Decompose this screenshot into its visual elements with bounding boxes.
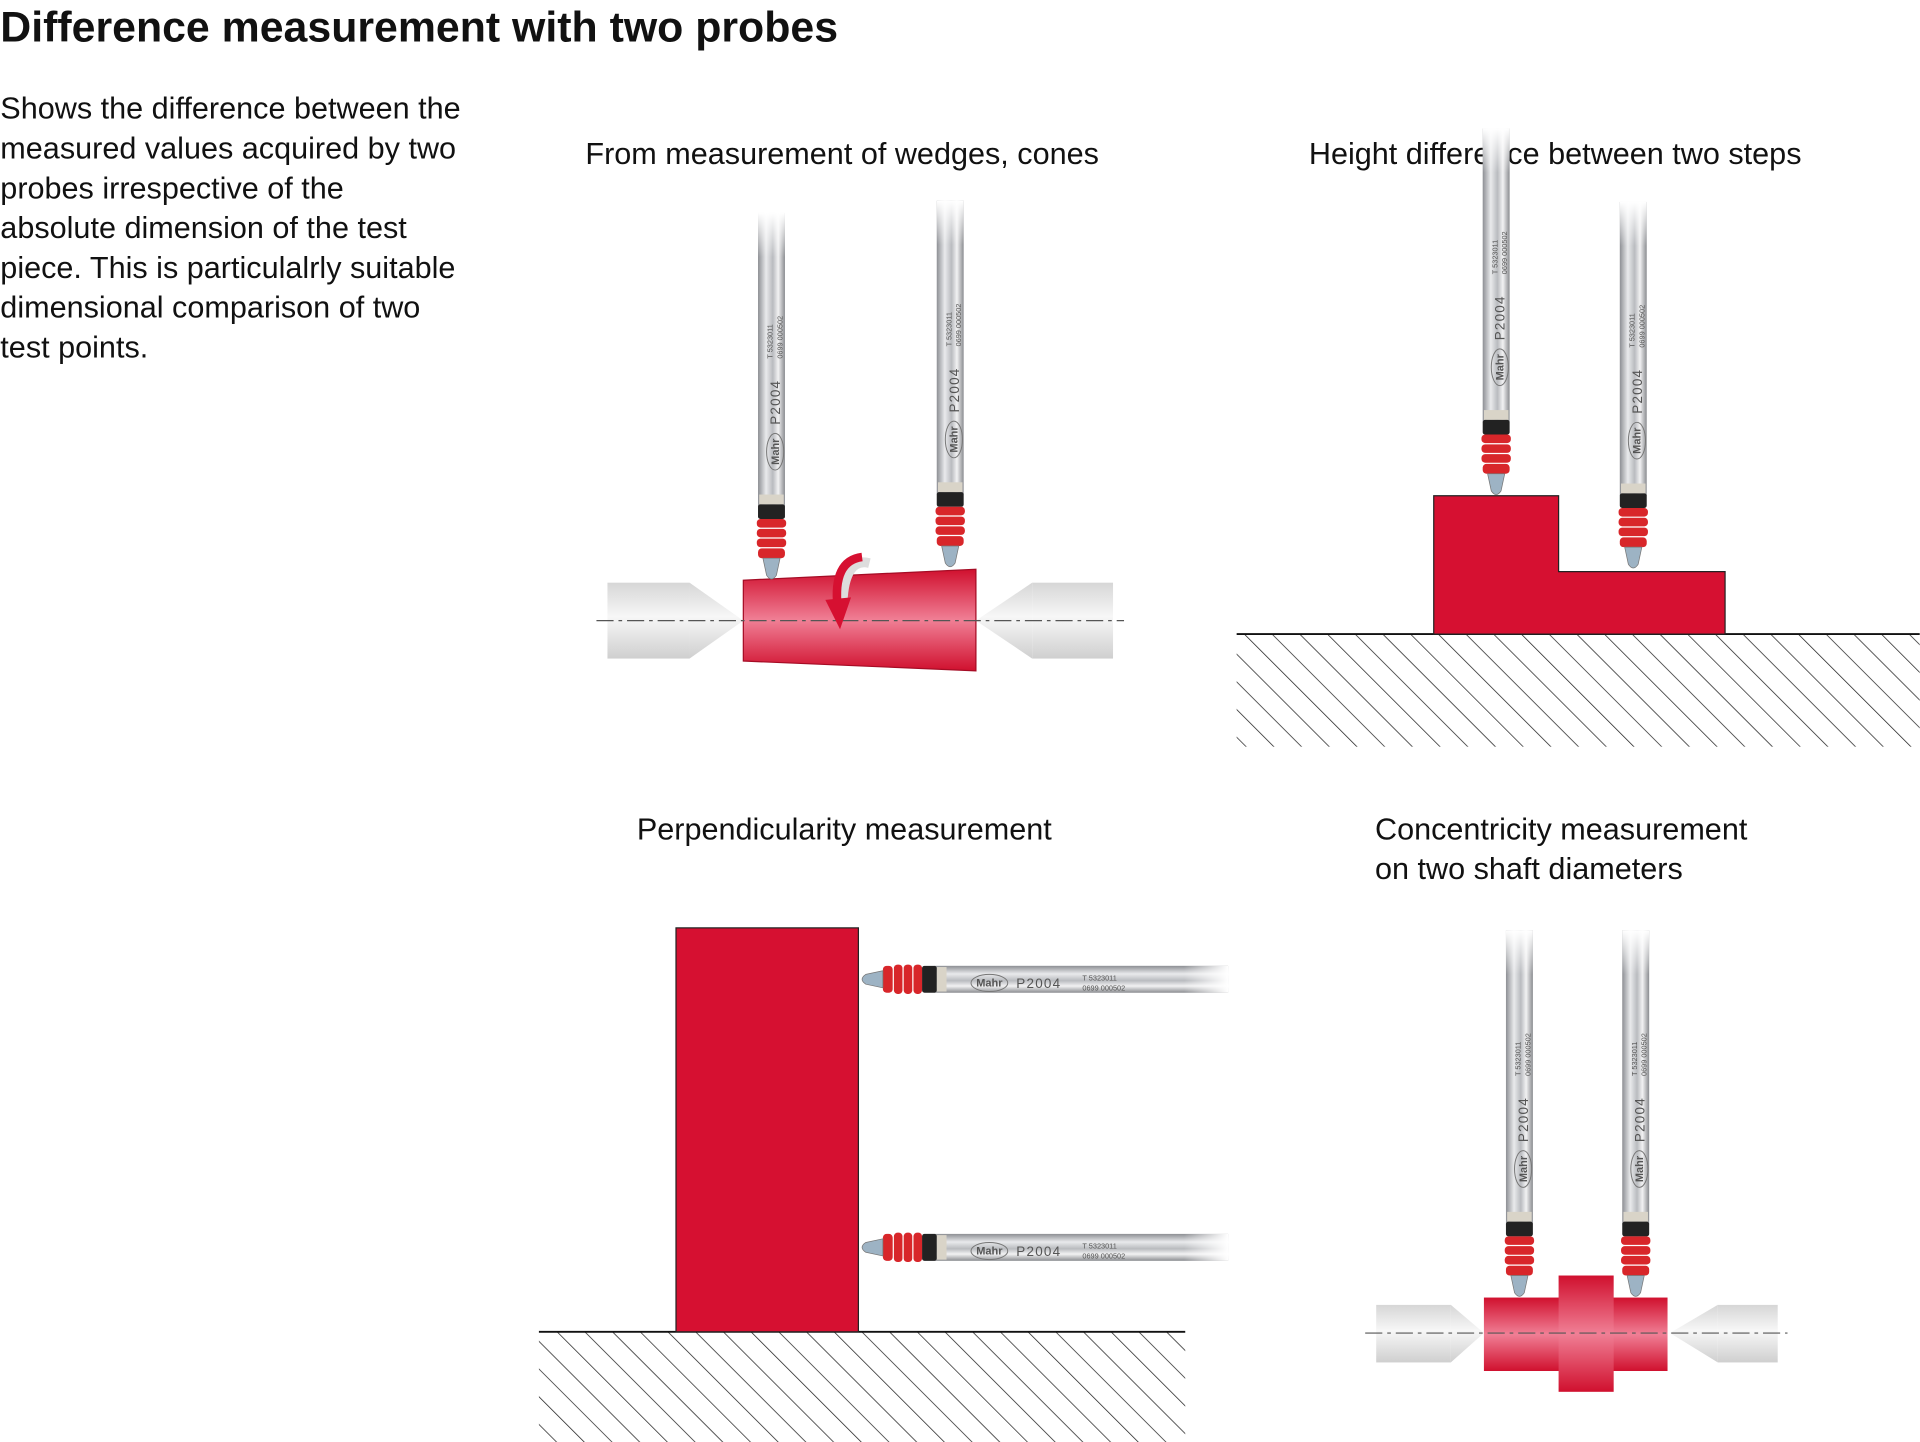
block-workpiece: [675, 927, 860, 1333]
description-line: measured values acquired by two: [0, 132, 456, 166]
probe-model: P2004: [768, 380, 783, 425]
page-title: Difference measurement with two probes: [0, 4, 838, 52]
panel-heading: Height difference between two steps: [1309, 137, 1802, 171]
panel-concentricity: Concentricity measurement on two shaft d…: [1365, 813, 1788, 1392]
probe-model: P2004: [947, 367, 962, 412]
probe-model: P2004: [1016, 1244, 1061, 1259]
panel-wedges-cones: From measurement of wedges, cones Mahr P2…: [585, 137, 1125, 672]
panel-heading: Perpendicularity measurement: [637, 813, 1052, 847]
probe-code: T 5323011: [1082, 974, 1116, 983]
probe-code: T 5323011: [766, 324, 775, 358]
description: Shows the difference between the measure…: [0, 92, 460, 365]
probe-serial: 0699 000502: [1500, 231, 1509, 274]
probe-code: T 5323011: [1490, 240, 1499, 274]
probe-model: P2004: [1630, 369, 1645, 414]
probe-model: P2004: [1016, 976, 1061, 991]
description-line: test points.: [0, 330, 148, 364]
probe-code: T 5323011: [944, 312, 953, 346]
probe-model: P2004: [1493, 295, 1508, 340]
panel-heading: From measurement of wedges, cones: [585, 137, 1099, 171]
ground-hatch: [538, 1331, 1186, 1442]
ground-hatch: [1236, 634, 1920, 747]
description-line: absolute dimension of the test: [0, 211, 407, 245]
panel-heading: on two shaft diameters: [1375, 852, 1683, 886]
probe-brand: Mahr: [949, 426, 961, 453]
description-line: Shows the difference between the: [0, 92, 460, 126]
probe-code: T 5323011: [1630, 1042, 1639, 1076]
probe-code: T 5323011: [1082, 1242, 1116, 1251]
probe-serial: 0699 000502: [1523, 1033, 1532, 1076]
probe-brand: Mahr: [976, 1246, 1003, 1258]
probe-model: P2004: [1516, 1097, 1531, 1142]
probe-code: T 5323011: [1627, 313, 1636, 347]
probe-serial: 0699 000502: [1082, 983, 1125, 992]
probe-brand: Mahr: [1518, 1155, 1530, 1182]
description-line: probes irrespective of the: [0, 171, 344, 205]
probe-serial: 0699 000502: [954, 304, 963, 347]
rotation-arrow-icon: [825, 552, 871, 630]
panel-step-height: Height difference between two steps Mahr…: [1236, 128, 1920, 747]
cone-workpiece: [742, 568, 977, 672]
panel-heading: Concentricity measurement: [1375, 813, 1748, 847]
description-line: piece. This is particulalrly suitable: [0, 251, 455, 285]
probe-serial: 0699 000502: [776, 316, 785, 359]
probe-brand: Mahr: [976, 978, 1003, 990]
probe-code: T 5323011: [1514, 1042, 1523, 1076]
probe-serial: 0699 000502: [1082, 1251, 1125, 1260]
probe-brand: Mahr: [1495, 353, 1507, 380]
probe-model: P2004: [1632, 1097, 1647, 1142]
probe-brand: Mahr: [1634, 1155, 1646, 1182]
probe-serial: 0699 000502: [1640, 1033, 1649, 1076]
description-line: dimensional comparison of two: [0, 291, 420, 325]
probe-brand: Mahr: [1632, 427, 1644, 454]
probe-serial: 0699 000502: [1637, 305, 1646, 348]
step-workpiece: [1433, 495, 1726, 635]
probe-brand: Mahr: [770, 438, 782, 465]
